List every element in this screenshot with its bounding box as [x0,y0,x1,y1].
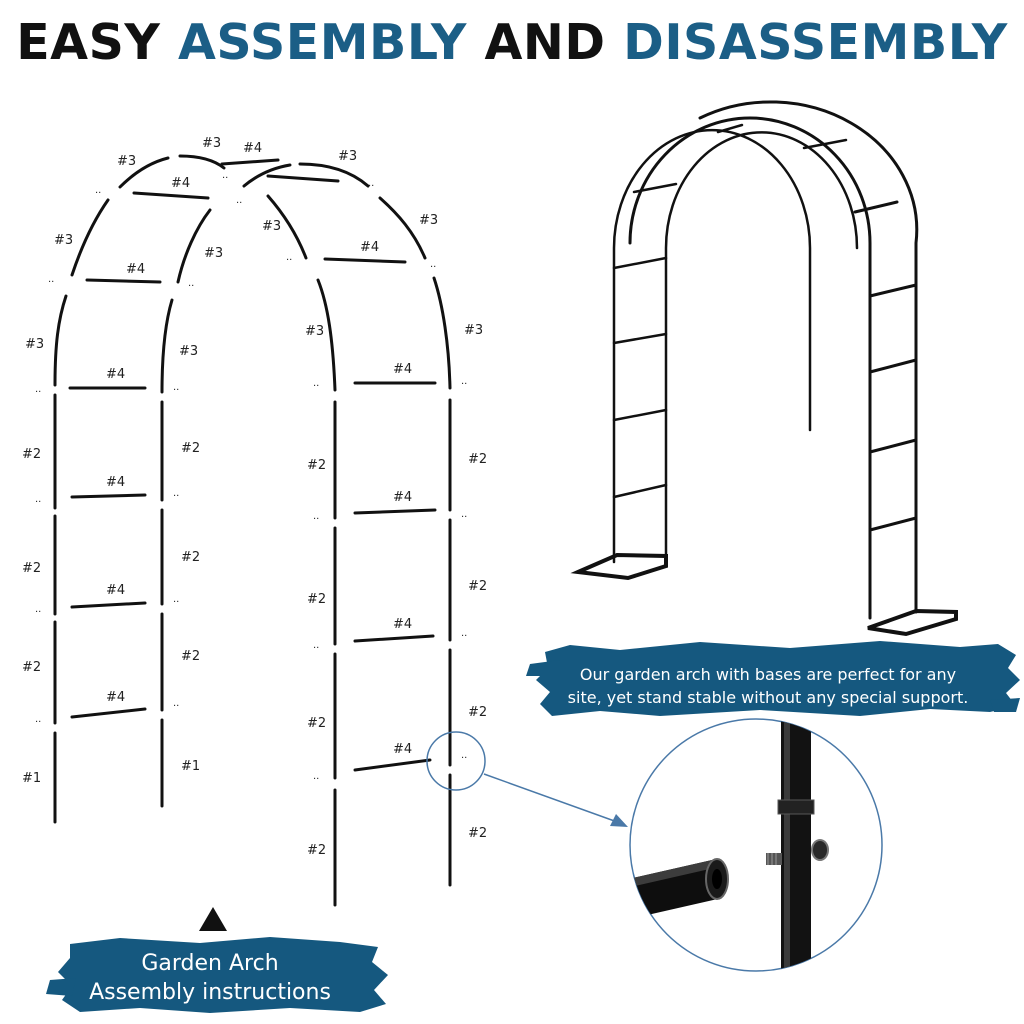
label-part2: #2 [22,660,41,675]
joint-marker: .. [461,750,467,761]
joint-marker: .. [222,170,228,181]
joint-markers: .. .. .. .. .. .. .. .. .. .. .. .. .. .… [35,170,467,782]
joint-marker: .. [35,384,41,395]
label-part2: #2 [181,550,200,565]
label-part3: #3 [179,344,198,359]
label-part4: #4 [360,240,379,255]
caption-line: Our garden arch with bases are perfect f… [579,665,957,684]
headline-easy: EASY [16,14,161,71]
assembly-instructions-caption: Garden Arch Assembly instructions [60,949,360,1007]
caption-line: Assembly instructions [89,980,331,1005]
label-part3: #3 [305,324,324,339]
joint-marker: .. [173,382,179,393]
label-part3: #3 [338,149,357,164]
label-part2: #2 [468,579,487,594]
label-part4: #4 [106,690,125,705]
assembly-diagram [53,154,452,907]
label-part4: #4 [106,583,125,598]
joint-marker: .. [461,628,467,639]
label-part2: #2 [307,843,326,858]
joint-marker: .. [173,488,179,499]
joint-marker: .. [313,771,319,782]
label-part1: #1 [22,771,41,786]
back-frame-arch [53,154,226,394]
part-labels: #1 #1 #2 #2 #2 #2 #2 #2 #2 #2 #2 #2 #2 #… [22,136,487,858]
callout-circle [426,731,486,791]
label-part2: #2 [468,452,487,467]
label-part4: #4 [106,475,125,490]
joint-marker: .. [461,376,467,387]
label-part4: #4 [393,617,412,632]
callout-connector [483,773,621,824]
front-frame-crossbars [323,257,437,772]
site-stability-caption: Our garden arch with bases are perfect f… [548,663,988,709]
headline-and: AND [484,14,606,71]
joint-marker: .. [313,378,319,389]
joint-marker: .. [461,509,467,520]
joint-marker: .. [188,278,194,289]
label-part4: #4 [126,262,145,277]
label-part4: #4 [171,176,190,191]
label-part3: #3 [464,323,483,338]
label-part3: #3 [54,233,73,248]
caption-line: site, yet stand stable without any speci… [567,688,969,707]
back-frame-crossbars [68,158,340,719]
joint-marker: .. [430,259,436,270]
headline: EASY ASSEMBLY AND DISASSEMBLY [0,14,1024,71]
label-part4: #4 [393,742,412,757]
front-frame-arch [242,162,452,392]
headline-disassembly: DISASSEMBLY [623,14,1008,71]
joint-marker: .. [173,594,179,605]
label-part2: #2 [468,826,487,841]
label-part2: #2 [22,561,41,576]
joint-marker: .. [286,252,292,263]
joint-marker: .. [48,274,54,285]
label-part3: #3 [262,219,281,234]
joint-marker: .. [313,640,319,651]
label-part4: #4 [243,141,262,156]
zoom-detail [629,718,883,972]
caption-line: Garden Arch [141,951,279,976]
brush-banner-left [46,937,388,1013]
label-part4: #4 [393,490,412,505]
assembled-arch [570,100,958,637]
label-part2: #2 [307,458,326,473]
label-part3: #3 [204,246,223,261]
label-part2: #2 [22,447,41,462]
arrowhead-icon [610,814,628,827]
label-part2: #2 [307,592,326,607]
label-part4: #4 [393,362,412,377]
label-part2: #2 [307,716,326,731]
label-part3: #3 [419,213,438,228]
label-part2: #2 [181,441,200,456]
headline-assembly: ASSEMBLY [177,14,467,71]
joint-marker: .. [368,178,374,189]
joint-marker: .. [35,714,41,725]
label-part1: #1 [181,759,200,774]
brush-banner-right [526,641,1020,716]
triangle-up-icon [199,907,227,931]
joint-marker: .. [313,511,319,522]
joint-marker: .. [35,604,41,615]
joint-marker: .. [236,195,242,206]
label-part3: #3 [25,337,44,352]
joint-marker: .. [95,185,101,196]
label-part3: #3 [117,154,136,169]
label-part3: #3 [202,136,221,151]
joint-marker: .. [35,494,41,505]
label-part2: #2 [468,705,487,720]
joint-marker: .. [173,698,179,709]
label-part2: #2 [181,649,200,664]
label-part4: #4 [106,367,125,382]
